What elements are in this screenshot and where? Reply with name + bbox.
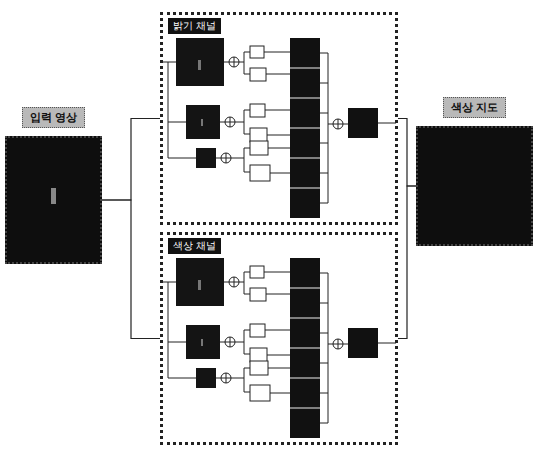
figure-highlight xyxy=(51,188,56,204)
panel-heading: 색상 지도 xyxy=(443,97,507,118)
group-label: 색상 채널 xyxy=(168,238,221,254)
image-frame xyxy=(5,136,102,264)
image-frame xyxy=(416,126,533,246)
connector xyxy=(102,200,160,339)
channel-pipeline xyxy=(163,38,396,218)
channel-group: 밝기 채널 xyxy=(160,12,398,225)
group-label: 밝기 채널 xyxy=(168,18,221,34)
panel-heading: 입력 영상 xyxy=(22,107,86,128)
connector xyxy=(102,119,160,201)
channel-pipeline xyxy=(163,258,396,438)
image-panel: 색상 지도 xyxy=(416,96,533,246)
connector xyxy=(398,119,416,187)
connector xyxy=(398,186,416,339)
image-panel: 입력 영상 xyxy=(5,106,102,264)
channel-group: 색상 채널 xyxy=(160,232,398,445)
